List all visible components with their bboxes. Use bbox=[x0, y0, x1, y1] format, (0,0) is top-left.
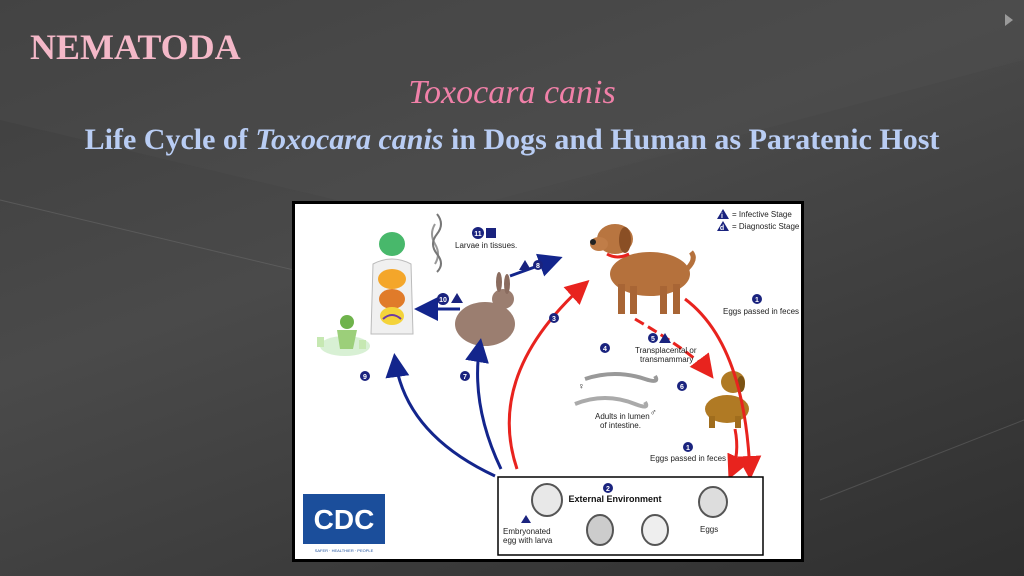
step-1a-badge bbox=[752, 294, 762, 304]
step-9-badge bbox=[360, 371, 370, 381]
step-8-infective-icon bbox=[519, 260, 531, 270]
step-3-number: 3 bbox=[552, 316, 556, 323]
cdc-logo: CDC SAFER · HEALTHIER · PEOPLE bbox=[303, 494, 385, 553]
slide-subtitle: Toxocara canis bbox=[408, 74, 616, 111]
step-11-diagnostic-icon bbox=[486, 228, 496, 238]
life-cycle-figure: i = Infective Stage d = Diagnostic Stage bbox=[292, 201, 804, 562]
step-10-number: 10 bbox=[439, 297, 447, 304]
legend-i: i bbox=[721, 213, 723, 220]
female-symbol: ♀ bbox=[578, 381, 585, 391]
step-2-badge bbox=[603, 483, 613, 493]
cdc-logo-text: CDC bbox=[314, 504, 375, 535]
step-1b-number: 1 bbox=[686, 445, 690, 452]
step-9-number: 9 bbox=[363, 374, 367, 381]
egg-illustration-1 bbox=[698, 486, 728, 518]
step-1b-badge bbox=[683, 442, 693, 452]
step-1a-number: 1 bbox=[755, 297, 759, 304]
step-5-badge bbox=[648, 333, 658, 343]
step-4-badge bbox=[600, 343, 610, 353]
step-5-label-2: transmammary bbox=[640, 355, 693, 364]
step-7-number: 7 bbox=[463, 374, 467, 381]
external-environment-label: External Environment bbox=[568, 494, 661, 504]
step-8-number: 8 bbox=[536, 263, 540, 270]
arrow-to-rabbit bbox=[465, 338, 503, 470]
step-6-badge bbox=[677, 381, 687, 391]
slide-heading: Life Cycle of Toxocara canis in Dogs and… bbox=[40, 120, 984, 160]
rabbit-illustration bbox=[455, 272, 515, 346]
eggs-label: Eggs bbox=[700, 525, 718, 534]
heading-prefix: Life Cycle of bbox=[84, 123, 256, 156]
infective-stage-icon bbox=[717, 209, 729, 219]
step-11-label: Larvae in tissues. bbox=[455, 241, 517, 250]
step-6-number: 6 bbox=[680, 384, 684, 391]
adult-worms bbox=[574, 372, 659, 409]
male-symbol: ♂ bbox=[650, 407, 657, 417]
heading-species: Toxocara canis bbox=[255, 123, 444, 156]
step-3-badge bbox=[549, 313, 559, 323]
slide-title: NEMATODA bbox=[30, 27, 241, 67]
diagnostic-stage-icon bbox=[717, 221, 729, 231]
step-5-label-1: Transplacental or bbox=[635, 346, 697, 355]
adults-label-2: of intestine. bbox=[600, 421, 641, 430]
step-8-badge bbox=[533, 260, 543, 270]
arrow-eggs-to-environment-1 bbox=[684, 297, 762, 480]
human-illustration bbox=[370, 223, 439, 335]
embryonated-egg-illustration bbox=[531, 483, 563, 517]
infective-stage-marker bbox=[521, 515, 531, 523]
step-5-number: 5 bbox=[651, 336, 655, 343]
egg-illustration-2 bbox=[641, 514, 669, 546]
larvae-coil bbox=[432, 213, 442, 273]
legend: i = Infective Stage d = Diagnostic Stage bbox=[717, 209, 800, 232]
step-5-infective-icon bbox=[659, 333, 671, 343]
arrow-rabbit-to-dog bbox=[509, 253, 563, 278]
step-2-number: 2 bbox=[606, 486, 610, 493]
life-cycle-diagram: i = Infective Stage d = Diagnostic Stage bbox=[303, 209, 800, 556]
legend-diagnostic-label: = Diagnostic Stage bbox=[732, 222, 800, 231]
dog-illustration bbox=[590, 224, 696, 314]
legend-d: d bbox=[720, 225, 724, 232]
adults-label-1: Adults in lumen bbox=[595, 412, 650, 421]
step-11-number: 11 bbox=[474, 231, 482, 238]
step-11-badge bbox=[472, 227, 484, 239]
arrow-to-human bbox=[385, 353, 496, 478]
step-7-badge bbox=[460, 371, 470, 381]
heading-suffix: in Dogs and Human as Paratenic Host bbox=[443, 123, 940, 156]
step-1b-label: Eggs passed in feces bbox=[650, 454, 726, 463]
egg-illustration-3 bbox=[586, 514, 614, 546]
step-10-infective-icon bbox=[451, 293, 463, 303]
arrow-eggs-to-environment-2 bbox=[727, 428, 750, 480]
step-1a-label: Eggs passed in feces bbox=[723, 307, 799, 316]
embryonated-label-2: egg with larva bbox=[503, 536, 553, 545]
step-4-number: 4 bbox=[603, 346, 607, 353]
arrow-to-dog bbox=[507, 279, 590, 470]
legend-infective-label: = Infective Stage bbox=[732, 210, 792, 219]
embryonated-label-1: Embryonated bbox=[503, 527, 551, 536]
cdc-tagline: SAFER · HEALTHIER · PEOPLE bbox=[315, 548, 374, 553]
child-illustration bbox=[317, 315, 370, 356]
step-10-badge bbox=[437, 293, 449, 305]
